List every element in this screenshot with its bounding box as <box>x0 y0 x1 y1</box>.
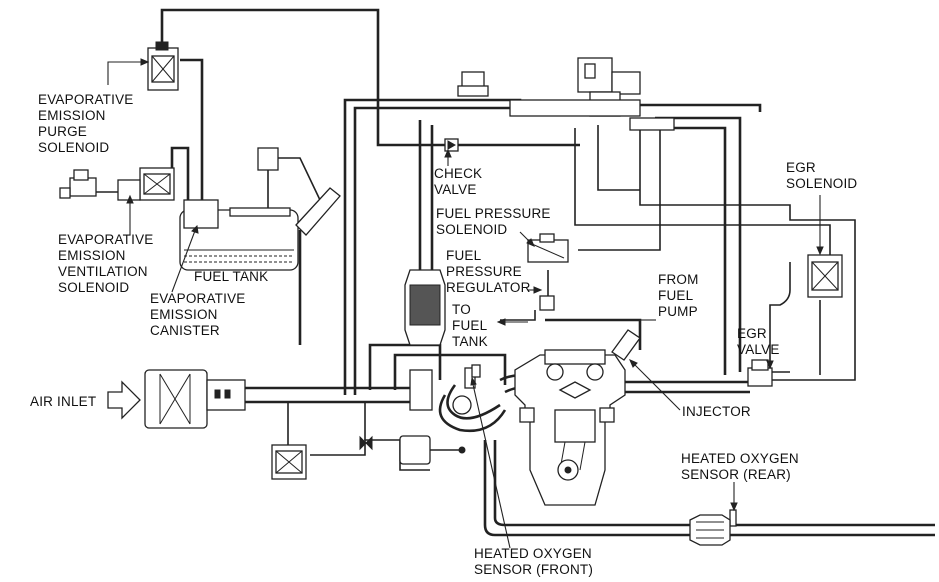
label-fuel-tank: FUEL TANK <box>194 269 268 284</box>
label-heated-oxygen-rear: HEATED OXYGEN SENSOR (REAR) <box>681 451 799 482</box>
label-line: FUEL PRESSURE <box>436 206 551 221</box>
small-filter <box>359 435 466 465</box>
engine <box>514 349 626 506</box>
label-line: VALVE <box>737 342 780 357</box>
label-from-fuel-pump: FROM FUEL PUMP <box>658 272 699 319</box>
top-valve <box>457 71 489 97</box>
purge-solenoid <box>147 41 179 91</box>
egr-valve <box>747 359 773 387</box>
throttle-body <box>409 367 476 415</box>
label-line: EMISSION <box>38 108 106 123</box>
label-fuel-pressure-regulator: FUEL PRESSURE REGULATOR <box>446 248 531 295</box>
label-line: HEATED OXYGEN <box>474 546 592 561</box>
fuel-pressure-solenoid <box>527 233 569 263</box>
label-line: PRESSURE <box>446 264 522 279</box>
leader-lines <box>107 58 824 549</box>
label-line: FUEL <box>658 288 694 303</box>
hoses <box>70 8 935 537</box>
lower-solenoid <box>271 444 307 480</box>
label-line: REGULATOR <box>446 280 531 295</box>
label-line: EGR <box>737 326 767 341</box>
oxygen-sensor-front <box>471 364 481 378</box>
air-inlet-arrow <box>107 380 141 420</box>
label-line: TANK <box>452 334 488 349</box>
label-line: PURGE <box>38 124 87 139</box>
label-line: VENTILATION <box>58 264 148 279</box>
label-ventilation-solenoid: EVAPORATIVE EMISSION VENTILATION SOLENOI… <box>58 232 153 295</box>
label-to-fuel-tank: TO FUEL TANK <box>452 302 488 349</box>
label-line: EVAPORATIVE <box>150 291 245 306</box>
label-line: SOLENOID <box>436 222 507 237</box>
label-heated-oxygen-front: HEATED OXYGEN SENSOR (FRONT) <box>474 546 593 577</box>
label-canister: EVAPORATIVE EMISSION CANISTER <box>150 291 245 338</box>
label-fuel-pressure-solenoid: FUEL PRESSURE SOLENOID <box>436 206 551 237</box>
label-line: EMISSION <box>150 307 218 322</box>
label-line: SOLENOID <box>786 176 857 191</box>
label-line: TO <box>452 302 471 317</box>
fuel-pressure-regulator <box>539 295 555 311</box>
label-line: FUEL <box>446 248 482 263</box>
oxygen-sensor-rear <box>689 509 737 546</box>
label-line: SENSOR (REAR) <box>681 467 791 482</box>
fuel-tank <box>179 147 341 271</box>
label-egr-solenoid: EGR SOLENOID <box>786 160 857 191</box>
label-line: SENSOR (FRONT) <box>474 562 593 577</box>
label-line: FUEL <box>452 318 488 333</box>
label-line: EGR <box>786 160 816 175</box>
intake-manifold <box>509 57 675 131</box>
label-check-valve: CHECK VALVE <box>434 166 482 197</box>
label-line: SOLENOID <box>58 280 129 295</box>
check-valve <box>444 138 459 152</box>
label-line: SOLENOID <box>38 140 109 155</box>
catalytic-converter <box>404 269 446 346</box>
air-cleaner <box>144 369 246 429</box>
label-injector: INJECTOR <box>682 404 751 419</box>
label-line: CHECK <box>434 166 482 181</box>
label-line: PUMP <box>658 304 698 319</box>
label-line: VALVE <box>434 182 477 197</box>
label-line: CANISTER <box>150 323 220 338</box>
label-egr-valve: EGR VALVE <box>737 326 780 357</box>
injector <box>611 329 641 361</box>
label-line: EVAPORATIVE <box>38 92 133 107</box>
label-line: EMISSION <box>58 248 126 263</box>
ventilation-solenoid <box>59 167 175 201</box>
label-line: FROM <box>658 272 699 287</box>
label-purge-solenoid: EVAPORATIVE EMISSION PURGE SOLENOID <box>38 92 133 155</box>
label-line: HEATED OXYGEN <box>681 451 799 466</box>
egr-solenoid <box>807 254 843 298</box>
label-line: EVAPORATIVE <box>58 232 153 247</box>
label-air-inlet: AIR INLET <box>30 394 96 409</box>
